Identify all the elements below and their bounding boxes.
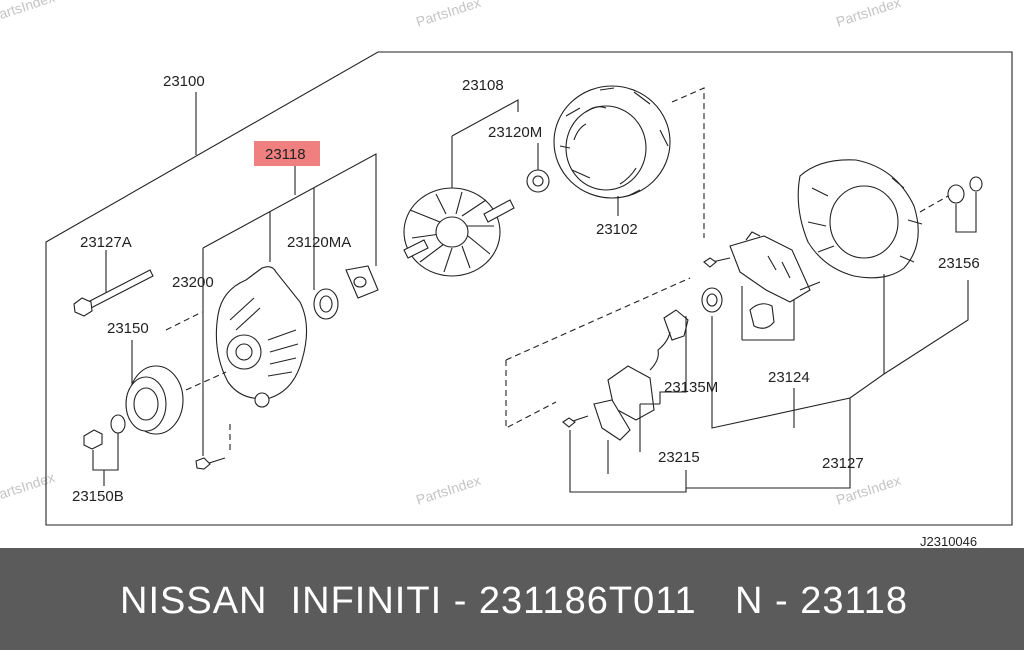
front-housing (797, 159, 923, 279)
housing-bolt (195, 457, 226, 470)
watermark: PartsIndex (834, 472, 903, 508)
watermark: PartsIndex (0, 0, 57, 25)
label-23120M: 23120M (488, 124, 542, 141)
label-23100: 23100 (163, 73, 205, 90)
label-23156: 23156 (938, 255, 980, 272)
label-23120MA: 23120MA (287, 234, 351, 251)
stator (553, 85, 671, 199)
regulator (729, 231, 811, 329)
watermark: PartsIndex (0, 469, 57, 505)
bushing (947, 176, 983, 204)
pulley-nut (83, 414, 126, 450)
label-23108: 23108 (462, 77, 504, 94)
label-23200: 23200 (172, 274, 214, 291)
rotor (403, 187, 515, 277)
label-23150B: 23150B (72, 488, 124, 505)
seal-ring (701, 287, 723, 313)
rear-housing (215, 266, 308, 408)
watermark: PartsIndex (414, 472, 483, 508)
front-bearing (313, 288, 339, 320)
watermark: PartsIndex (414, 0, 483, 30)
brand-part-number: NISSAN INFINITI - 231186T011 (120, 580, 697, 622)
terminal-bolt (799, 281, 821, 291)
diagram-code: J2310046 (920, 534, 977, 548)
through-bolt (73, 269, 154, 317)
label-23124: 23124 (768, 369, 810, 386)
pulley (125, 365, 184, 435)
label-23127A: 23127A (80, 234, 132, 251)
label-23135M: 23135M (664, 379, 718, 396)
brush-screw (562, 415, 589, 428)
label-23215: 23215 (658, 449, 700, 466)
label-23150: 23150 (107, 320, 149, 337)
exploded-view: PartsIndex PartsIndex PartsIndex PartsIn… (0, 0, 1013, 549)
highlight-box (254, 141, 320, 166)
regulator-screw (703, 257, 731, 268)
brush-holder (593, 309, 689, 441)
catalog-code: N - 23118 (735, 580, 909, 622)
bearing-retainer (345, 265, 379, 299)
footer-bar: NISSAN INFINITI - 231186T011 N - 23118 (0, 548, 1024, 650)
watermark: PartsIndex (834, 0, 903, 30)
rear-bearing (526, 169, 550, 193)
assembly-frame (45, 51, 1013, 526)
label-23102: 23102 (596, 221, 638, 238)
label-23127: 23127 (822, 455, 864, 472)
label-23118: 23118 (265, 146, 306, 163)
parts-diagram: PartsIndex PartsIndex PartsIndex PartsIn… (0, 0, 1013, 549)
